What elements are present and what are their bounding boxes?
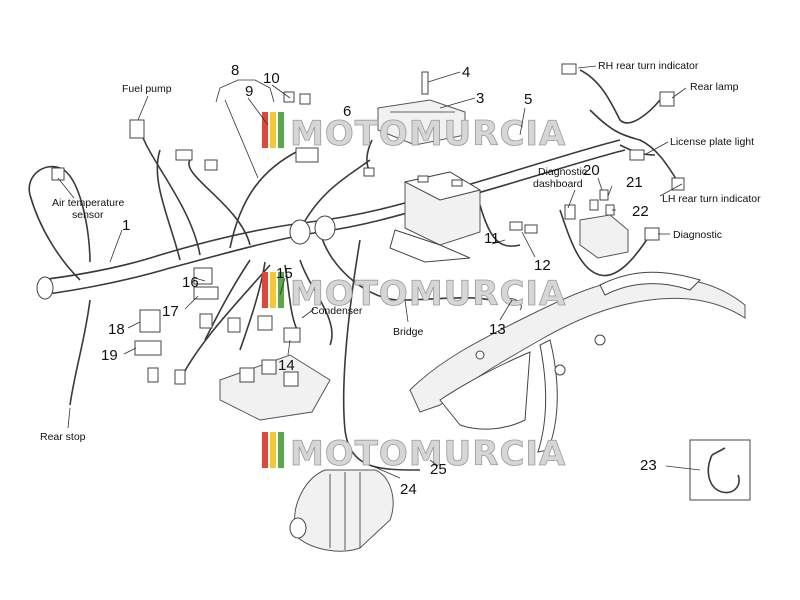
callout-25: 25 <box>430 461 447 478</box>
callout-10: 10 <box>263 70 280 87</box>
callout-17: 17 <box>162 303 179 320</box>
connectors <box>51 63 685 311</box>
label-air-temperature-sensor: sensor <box>72 209 104 221</box>
callout-3: 3 <box>476 90 484 107</box>
callout-1: 1 <box>122 217 130 234</box>
fuse-box <box>363 99 466 177</box>
callout-4: 4 <box>462 64 470 81</box>
callout-20: 20 <box>583 162 600 179</box>
label-rh-rear-turn-indicator: RH rear turn indicator <box>598 60 699 72</box>
part-labels: Fuel pump Air temperature sensor Rear st… <box>40 60 761 443</box>
starter-motor <box>289 469 394 552</box>
callout-19: 19 <box>101 347 118 364</box>
label-air-temperature: Air temperature <box>52 197 125 209</box>
callout-24: 24 <box>400 481 417 498</box>
callout-8: 8 <box>231 62 239 79</box>
label-diagnostic: Diagnostic <box>673 229 722 241</box>
callout-15: 15 <box>276 265 293 282</box>
relays <box>134 267 301 385</box>
callout-9: 9 <box>245 83 253 100</box>
leader-lines <box>57 65 701 479</box>
label-lh-rear-turn-indicator: LH rear turn indicator <box>662 193 761 205</box>
battery <box>389 171 482 263</box>
callout-23: 23 <box>640 457 657 474</box>
callout-11: 11 <box>484 230 500 247</box>
watermark-top: MOTOMURCIA <box>262 112 566 154</box>
watermark-middle: MOTOMURCIA <box>262 272 566 314</box>
watermark-text: MOTOMURCIA <box>290 274 566 314</box>
callout-12: 12 <box>534 257 551 274</box>
callout-16: 16 <box>182 274 199 291</box>
callout-22: 22 <box>632 203 649 220</box>
callout-18: 18 <box>108 321 125 338</box>
watermark-bottom: MOTOMURCIA <box>262 432 566 474</box>
label-bridge: Bridge <box>393 326 424 338</box>
callout-14: 14 <box>278 357 295 374</box>
callout-21: 21 <box>626 174 643 191</box>
rear-frame <box>409 271 746 453</box>
callout-6: 6 <box>343 103 351 120</box>
callout-5: 5 <box>524 91 532 108</box>
label-diagnostic-dashboard-line2: dashboard <box>533 178 583 190</box>
watermark-text: MOTOMURCIA <box>290 434 566 474</box>
watermark-text: MOTOMURCIA <box>290 114 566 154</box>
relay-support-bracket <box>219 354 331 421</box>
label-fuel-pump: Fuel pump <box>122 83 172 95</box>
main-harness <box>28 69 681 471</box>
harness-clamp <box>289 215 336 245</box>
label-license-plate-light: License plate light <box>670 136 754 148</box>
label-rear-lamp: Rear lamp <box>690 81 739 93</box>
callout-numbers: 1 3 4 5 6 8 9 10 11 12 13 14 15 16 17 18… <box>101 62 657 498</box>
label-diagnostic-dashboard-line1: Diagnostic <box>538 166 587 178</box>
callout-13: 13 <box>489 321 506 338</box>
label-rear-stop: Rear stop <box>40 431 86 443</box>
label-condenser: Condenser <box>311 305 363 317</box>
